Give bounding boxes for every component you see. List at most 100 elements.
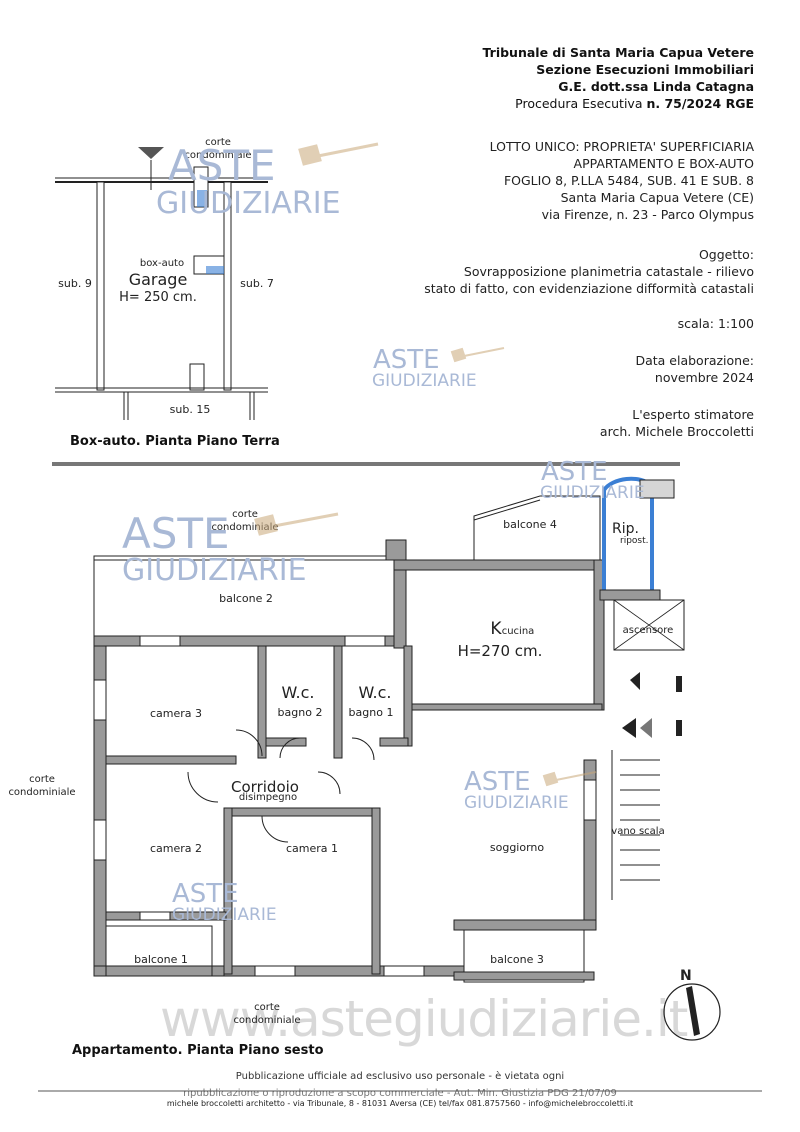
svg-text:ASTE: ASTE — [122, 509, 230, 558]
garage-wall-left — [96, 181, 105, 391]
balcone-4-label: balcone 4 — [503, 518, 557, 531]
door-swings — [187, 729, 375, 843]
procedure-number: Procedura Esecutiva n. 75/2024 RGE — [515, 96, 754, 111]
wall-cam3-bagno2 — [257, 645, 267, 759]
disimpegno-label: disimpegno — [239, 792, 297, 803]
ripostiglio-pillar — [639, 479, 675, 499]
svg-text:ASTE: ASTE — [373, 345, 440, 375]
expert-block: L'esperto stimatore arch. Michele Brocco… — [599, 407, 754, 439]
apt-corte-left: corte — [29, 774, 55, 785]
apartment-caption: Appartamento. Pianta Piano sesto — [72, 1043, 324, 1058]
wc-2-label: W.c. — [359, 683, 392, 702]
balcone-2-outline — [93, 555, 395, 637]
camera-3-label: camera 3 — [150, 707, 202, 720]
box-caption: Box-auto. Pianta Piano Terra — [70, 434, 280, 449]
difformity-hatch-2 — [206, 266, 224, 274]
balcone-1-label: balcone 1 — [134, 953, 188, 966]
sub7-label: sub. 7 — [240, 277, 274, 290]
garage-label: Garage — [129, 270, 188, 289]
svg-text:GIUDIZIARIE: GIUDIZIARIE — [540, 483, 645, 503]
north-arrow-icon — [686, 986, 700, 1036]
sub15-label: sub. 15 — [170, 403, 211, 416]
wall-bagno2-bottom — [265, 737, 307, 747]
aste-watermark-2: ASTE GIUDIZIARIE — [372, 345, 505, 391]
aste-watermark-6: ASTE GIUDIZIARIE — [172, 879, 277, 925]
aste-watermark-5: ASTE GIUDIZIARIE — [464, 767, 597, 813]
living-label: soggiorno — [490, 841, 545, 854]
door-corridor — [317, 771, 341, 795]
window-living — [383, 965, 425, 977]
garage-height: H= 250 cm. — [119, 290, 197, 305]
date-block: Data elaborazione: novembre 2024 — [635, 353, 754, 385]
site-watermark: www.astegiudiziarie.it — [160, 990, 688, 1048]
svg-text:GIUDIZIARIE: GIUDIZIARIE — [172, 905, 277, 925]
stairwell — [611, 750, 660, 900]
apt-corte-top: corte — [232, 509, 258, 520]
apartment-plan: corte condominiale balcone 4 Rip. ripost… — [8, 476, 721, 1041]
door-marker-2 — [622, 718, 636, 738]
window-cam1 — [254, 965, 296, 977]
balcone-3-rail — [453, 971, 595, 981]
wc-1-label: W.c. — [282, 683, 315, 702]
kitchen-letter: K — [490, 619, 502, 639]
header-block: Tribunale di Santa Maria Capua Vetere Se… — [354, 44, 755, 112]
wall-cam1-top — [223, 807, 379, 817]
door-cam1 — [261, 815, 289, 843]
apt-corte-bottom: corte — [254, 1002, 280, 1013]
sub9-label: sub. 9 — [58, 277, 92, 290]
kitchen-label: cucina — [502, 626, 535, 637]
pillar-kitchen-top — [385, 539, 407, 561]
balcone-4-rail — [473, 499, 541, 521]
svg-text:GIUDIZIARIE: GIUDIZIARIE — [122, 553, 307, 588]
window-cam2-balcony — [139, 911, 171, 921]
balcone-3-label: balcone 3 — [490, 953, 544, 966]
door-marker-3 — [640, 718, 652, 738]
box-corte-label-2: condominiale — [184, 150, 251, 161]
garage-wall-right — [223, 181, 232, 391]
wall-cam3-cam2 — [105, 755, 237, 765]
balcone-2-label: balcone 2 — [219, 592, 273, 605]
svg-text:ASTE: ASTE — [168, 141, 276, 190]
wall-bagno1-bottom — [379, 737, 409, 747]
camera-1-label: camera 1 — [286, 842, 338, 855]
svg-text:GIUDIZIARIE: GIUDIZIARIE — [372, 371, 477, 391]
corridor-label: Corridoio — [231, 778, 299, 796]
window-cam3 — [139, 635, 181, 647]
balcone-1-outline — [105, 925, 213, 977]
svg-text:GIUDIZIARIE: GIUDIZIARIE — [464, 793, 569, 813]
elevator-label: ascensore — [623, 625, 674, 636]
wall-bottom-left — [93, 965, 235, 977]
window-cam2-left — [93, 819, 107, 861]
gavel-icon — [254, 512, 339, 536]
camera-2-label: camera 2 — [150, 842, 202, 855]
apt-corte-left-2: condominiale — [8, 787, 75, 798]
court-name: Tribunale di Santa Maria Capua Vetere — [482, 45, 755, 60]
window-cam3-left — [93, 679, 107, 721]
ripostiglio-sublabel: ripost. — [620, 536, 649, 546]
window-bagno1 — [344, 635, 386, 647]
svg-text:ASTE: ASTE — [541, 457, 608, 487]
ripostiglio-difformity — [602, 476, 654, 600]
wall-cam1-living — [371, 807, 381, 975]
window-living-right — [583, 779, 597, 821]
judge-name: G.E. dott.ssa Linda Catagna — [558, 79, 754, 94]
door-cam3 — [235, 729, 263, 757]
svg-text:ASTE: ASTE — [172, 879, 239, 909]
bagno-2-label: bagno 2 — [278, 706, 323, 719]
elevator-shaft — [613, 599, 685, 651]
north-label: N — [680, 968, 692, 984]
difformity-hatch-1 — [197, 190, 207, 207]
footer-note-1: Pubblicazione ufficiale ad esclusivo uso… — [235, 1071, 565, 1082]
box-corte-label: corte — [205, 137, 231, 148]
balcone-4-outline — [473, 495, 601, 561]
section-divider — [52, 462, 680, 466]
wall-bottom-right — [453, 919, 597, 931]
apt-corte-bottom-2: condominiale — [233, 1015, 300, 1026]
scale-label: scala: 1:100 — [677, 316, 754, 331]
door-marker-5 — [676, 720, 682, 736]
north-compass — [663, 983, 721, 1041]
wall-kitchen-left — [393, 559, 407, 649]
box-auto-plan: corte condominiale box-auto Garage H= 25… — [55, 137, 274, 420]
court-section: Sezione Esecuzioni Immobiliari — [536, 62, 754, 77]
